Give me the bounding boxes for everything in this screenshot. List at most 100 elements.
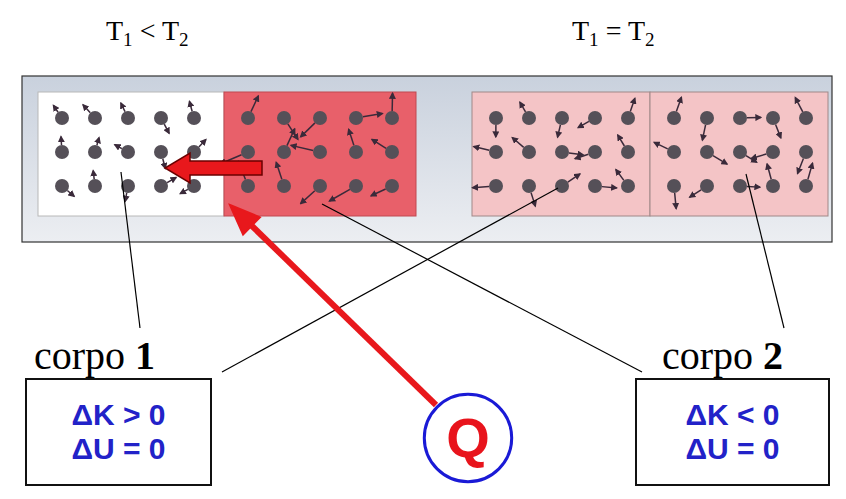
particle-dot [313, 145, 327, 159]
particles [53, 93, 813, 208]
particle-dot [154, 111, 168, 125]
particle-dot [799, 179, 813, 193]
particle [121, 103, 135, 125]
velocity-arrow [180, 189, 188, 193]
particle [385, 93, 399, 125]
particle-dot [522, 111, 536, 125]
particle-dot [766, 145, 780, 159]
particle [795, 98, 813, 125]
velocity-arrow [301, 123, 315, 137]
velocity-arrow [473, 187, 489, 188]
velocity-arrow [495, 125, 497, 137]
velocity-arrow [531, 193, 535, 206]
particle [291, 145, 327, 159]
particle-dot [313, 179, 327, 193]
particle-dot [385, 179, 399, 193]
velocity-arrow [575, 154, 588, 158]
particle [799, 163, 813, 193]
temperature-label: T1 < T2 [106, 16, 189, 51]
particle-dot [88, 111, 102, 125]
particle-dot [588, 179, 602, 193]
particle-dot [154, 145, 168, 159]
particle [618, 135, 635, 159]
particle [154, 145, 168, 168]
particle [700, 111, 714, 140]
particle [733, 111, 761, 125]
heat-circle: Q [422, 392, 514, 484]
velocity-arrow [121, 103, 125, 112]
particle-dot [154, 179, 168, 193]
velocity-arrow [276, 162, 282, 179]
velocity-arrow [67, 191, 74, 197]
particle-dot [349, 145, 363, 159]
velocity-arrow [630, 98, 635, 111]
particle [55, 179, 74, 196]
velocity-arrow [363, 113, 382, 116]
particle-dot [700, 179, 714, 193]
velocity-arrow [189, 101, 192, 111]
particle-dot [667, 179, 681, 193]
particle-dot [55, 145, 69, 159]
particle [349, 129, 363, 159]
particle-dot [621, 179, 635, 193]
particle-dot [241, 145, 255, 159]
velocity-arrow [291, 145, 313, 150]
particle-dot [277, 145, 291, 159]
particle-dot [187, 111, 201, 125]
particle [276, 162, 291, 193]
particle-dot [349, 111, 363, 125]
velocity-arrow [568, 174, 580, 182]
velocity-arrow [97, 138, 99, 146]
particle-dot [700, 145, 714, 159]
particle [588, 179, 617, 193]
particle-dot [88, 145, 102, 159]
particle [733, 145, 757, 162]
particle-dot [55, 111, 69, 125]
particle-dot [385, 145, 399, 159]
velocity-arrow [675, 193, 677, 209]
particle-dot [522, 179, 536, 193]
node-text: Q [446, 406, 490, 470]
particle-dot [588, 111, 602, 125]
velocity-arrow [747, 117, 761, 119]
velocity-arrow [301, 191, 315, 204]
particle [667, 97, 681, 125]
particle-dot [489, 179, 503, 193]
velocity-arrow [391, 93, 393, 111]
velocity-arrow [767, 164, 771, 179]
velocity-arrow [578, 121, 589, 127]
particle-dot [766, 179, 780, 193]
heat-arrow-shaft [252, 226, 436, 405]
heat-arrow-head [230, 205, 260, 235]
particle [654, 142, 681, 159]
node-text: ΔK > 0 [71, 398, 165, 433]
particle [372, 139, 399, 159]
node-text: ΔU = 0 [685, 432, 779, 467]
velocity-arrow [60, 137, 62, 145]
particle [329, 179, 363, 201]
velocity-arrow [83, 105, 90, 113]
particle-dot [241, 111, 255, 125]
particle [371, 179, 399, 196]
state-box: ΔK < 0ΔU = 0 [635, 378, 830, 486]
particle-dot [385, 111, 399, 125]
particle-dot [555, 111, 569, 125]
body-label: corpo 1 [34, 334, 155, 378]
equilibrium-body [650, 92, 828, 216]
particle [301, 111, 327, 137]
particle-dot [733, 111, 747, 125]
particle-dot [799, 145, 813, 159]
particle-dot [621, 145, 635, 159]
particle [751, 145, 780, 159]
velocity-arrow [618, 135, 625, 146]
particle-dot [277, 179, 291, 193]
particle-dot [88, 179, 102, 193]
particle [55, 137, 69, 159]
particle [667, 179, 681, 209]
particle [473, 179, 503, 193]
particle [555, 174, 580, 193]
velocity-arrow [746, 156, 757, 163]
particle-dot [241, 179, 255, 193]
equilibrium-body [472, 92, 650, 216]
particle [690, 179, 714, 197]
